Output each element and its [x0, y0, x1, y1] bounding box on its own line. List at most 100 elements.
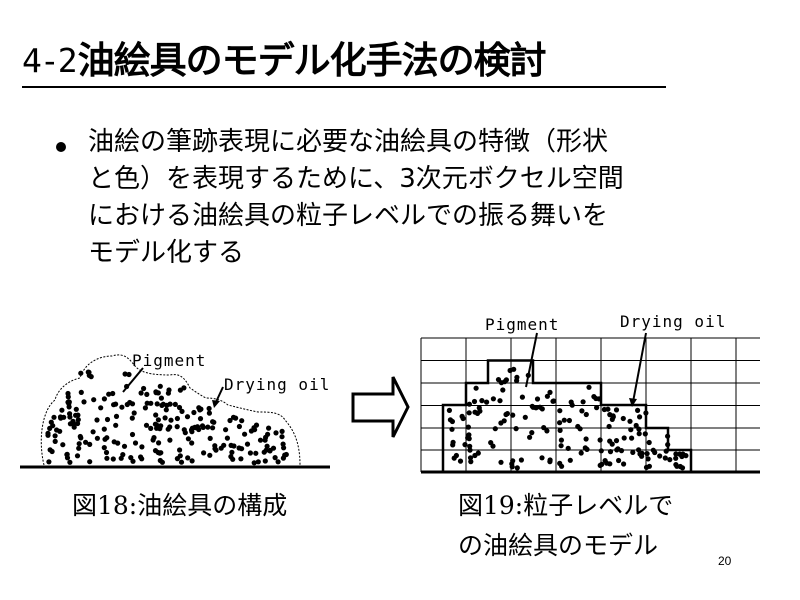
- particle: [90, 429, 96, 435]
- particle: [567, 457, 573, 463]
- particle: [129, 431, 136, 438]
- bullet-icon: [56, 142, 66, 152]
- particle: [154, 401, 160, 407]
- particle: [122, 371, 128, 377]
- particle: [610, 413, 616, 419]
- particle: [200, 424, 206, 430]
- particle: [176, 404, 183, 411]
- fig19-drying-oil-arrowhead: [629, 398, 637, 407]
- particle: [164, 402, 170, 408]
- particle: [141, 385, 147, 392]
- particle: [503, 377, 509, 383]
- particle: [174, 424, 180, 430]
- particle: [178, 459, 185, 465]
- particle: [501, 418, 507, 424]
- particle: [228, 442, 234, 448]
- particle: [673, 455, 679, 461]
- particle: [468, 459, 474, 465]
- particle: [679, 465, 686, 471]
- particle: [191, 409, 197, 416]
- particle: [57, 414, 64, 420]
- particle: [159, 459, 165, 465]
- particle: [177, 447, 183, 453]
- particle: [473, 385, 479, 391]
- particle: [148, 400, 154, 406]
- particle: [49, 448, 55, 455]
- particle: [138, 390, 144, 396]
- particle: [65, 394, 71, 400]
- particle: [197, 416, 204, 422]
- particle: [64, 452, 70, 458]
- particle: [275, 459, 281, 465]
- particle: [602, 458, 608, 464]
- particle: [677, 451, 683, 457]
- particle: [158, 395, 164, 401]
- particle: [459, 413, 465, 419]
- particle: [500, 387, 506, 393]
- particle: [211, 419, 217, 425]
- particle: [627, 418, 633, 424]
- particle: [210, 425, 216, 431]
- particle: [674, 463, 680, 469]
- particle: [196, 426, 202, 433]
- particle: [181, 427, 187, 433]
- particle: [282, 452, 288, 458]
- particle: [561, 417, 567, 423]
- particle: [514, 378, 520, 384]
- fig19-caption-line-2: の油絵具のモデル: [458, 531, 659, 560]
- particle: [228, 454, 234, 460]
- particle: [479, 398, 485, 404]
- particle: [533, 405, 539, 411]
- particle: [575, 423, 581, 430]
- particle: [81, 399, 87, 405]
- particle: [272, 455, 278, 461]
- particle: [273, 430, 279, 436]
- particle: [646, 463, 653, 469]
- particle: [251, 425, 257, 431]
- particle: [67, 459, 73, 465]
- particle: [104, 416, 111, 423]
- fig19-number: 図19:: [458, 491, 524, 520]
- particle: [48, 419, 54, 425]
- particle: [45, 430, 51, 436]
- particle: [657, 453, 663, 459]
- particle: [148, 425, 154, 431]
- particle: [91, 397, 97, 403]
- particle: [264, 443, 270, 449]
- particle: [236, 423, 242, 430]
- particle: [73, 412, 79, 418]
- particle: [519, 394, 526, 400]
- particle: [67, 421, 73, 427]
- particle: [541, 425, 547, 431]
- particle: [185, 455, 191, 461]
- particle: [111, 439, 117, 445]
- particle: [253, 450, 259, 456]
- particle: [139, 444, 145, 450]
- particle: [580, 399, 586, 405]
- particle: [227, 417, 233, 424]
- particle: [94, 435, 100, 441]
- particle: [73, 406, 79, 412]
- particle: [167, 437, 173, 443]
- particle: [462, 442, 468, 448]
- particle: [75, 417, 81, 423]
- particle: [557, 420, 563, 426]
- particle: [451, 455, 457, 461]
- particle: [229, 449, 235, 455]
- particle: [267, 448, 273, 454]
- particle: [257, 437, 264, 443]
- paint-voxel-outline: [441, 359, 693, 472]
- particle: [86, 369, 92, 375]
- fig19-pigment-pointer: [525, 332, 538, 388]
- particle: [613, 438, 620, 444]
- particle: [621, 461, 627, 467]
- particle: [635, 407, 641, 413]
- particle: [607, 461, 613, 467]
- particle: [636, 431, 642, 437]
- particle: [582, 445, 588, 451]
- particle: [126, 371, 132, 378]
- particle: [142, 405, 148, 411]
- particle: [153, 412, 159, 418]
- particle: [497, 398, 503, 404]
- particle: [281, 445, 287, 451]
